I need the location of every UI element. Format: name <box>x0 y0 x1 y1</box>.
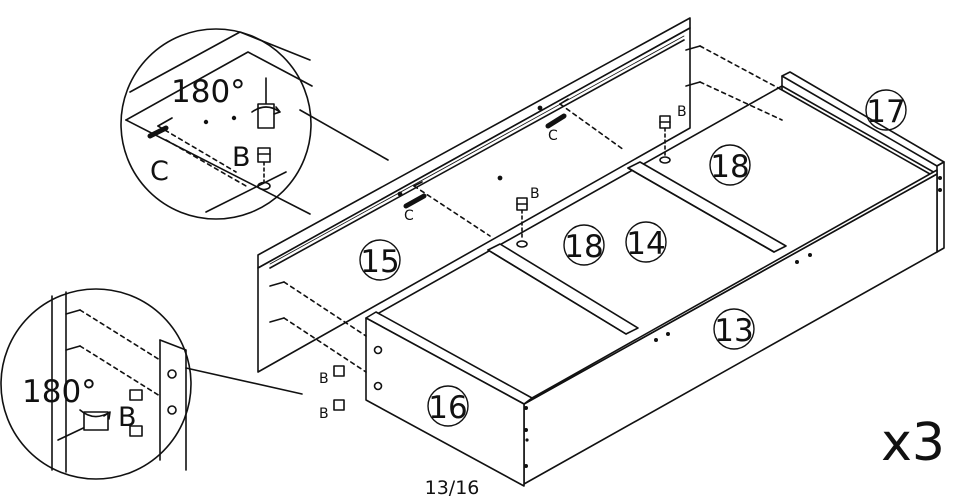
detail-magnifier-top <box>120 28 389 220</box>
rotation-label-bottom: 180° <box>22 374 97 410</box>
back-panel-pins <box>269 45 783 373</box>
side-panel-16-holes <box>373 345 383 391</box>
front-panel-13 <box>523 169 938 485</box>
part-labels <box>359 89 907 427</box>
divider-18-left <box>487 243 639 335</box>
part-label-14: 14 <box>626 226 665 262</box>
dowel-c-lower <box>403 181 491 237</box>
divider-18-right <box>627 161 787 253</box>
hardware-label-c-detail: C <box>150 156 169 187</box>
part-label-13: 13 <box>714 313 753 349</box>
part-label-15: 15 <box>360 244 399 280</box>
side-panel-17 <box>781 71 945 253</box>
part-label-18-left: 18 <box>564 229 603 265</box>
part-label-16: 16 <box>428 390 467 426</box>
cam-lock-b-left <box>516 197 528 248</box>
hardware-label-b-detail-top: B <box>232 142 251 173</box>
hardware-label-b-detail-bottom: B <box>118 402 137 433</box>
part-label-18-right: 18 <box>710 149 749 185</box>
rotation-label-top: 180° <box>171 74 246 110</box>
back-panel-15 <box>257 17 691 373</box>
hardware-label-c-upper: C <box>548 128 558 144</box>
hardware-label-c-lower: C <box>404 208 414 224</box>
cam-lock-b-right <box>659 115 671 164</box>
hardware-label-b-side-lower: B <box>319 406 329 422</box>
part-label-17: 17 <box>866 94 905 130</box>
detail-magnifier-bottom <box>0 288 303 480</box>
front-panel-holes <box>524 176 942 468</box>
hardware-label-b-right: B <box>677 104 687 120</box>
quantity-label: x3 <box>881 413 945 473</box>
dowel-c-upper <box>545 98 625 151</box>
cam-lock-b-side-16 <box>333 365 345 411</box>
hardware-label-b-left: B <box>530 186 540 202</box>
page-number: 13/16 <box>425 477 480 497</box>
hardware-label-b-side-upper: B <box>319 371 329 387</box>
